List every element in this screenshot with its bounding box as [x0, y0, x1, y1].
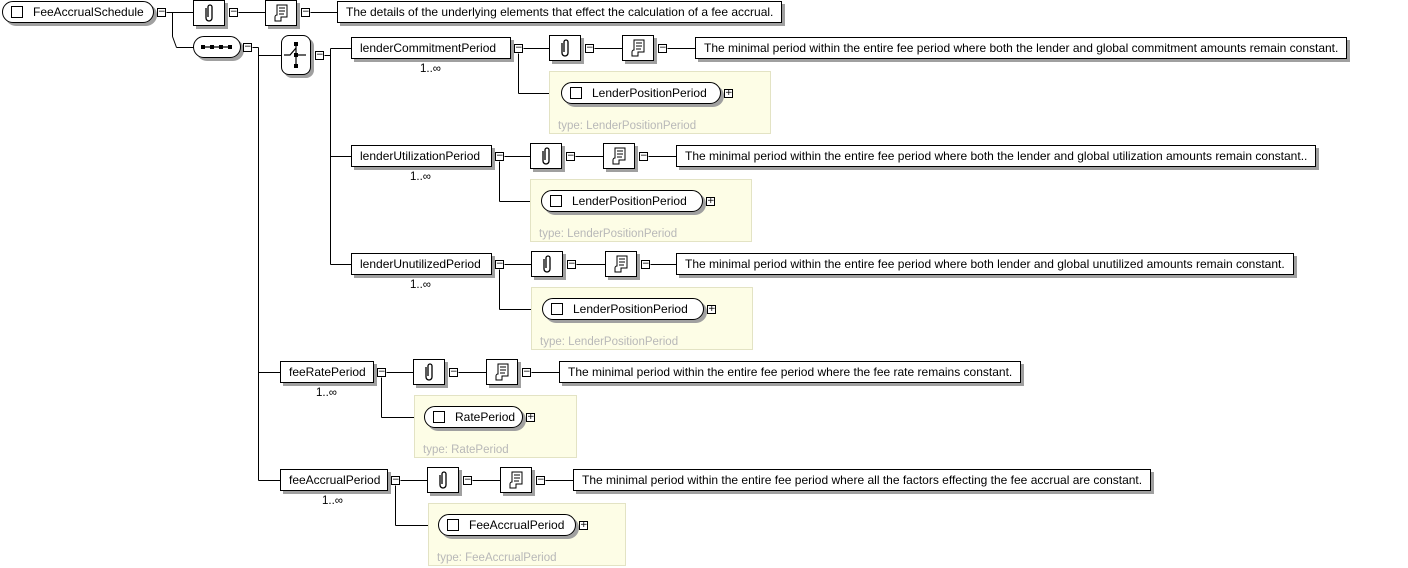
type-name: FeeAccrualPeriod	[469, 518, 565, 532]
expand-toggle[interactable]: +	[526, 412, 535, 422]
documentation-box: The minimal period within the entire fee…	[573, 469, 1152, 491]
documentation-text: The minimal period within the entire fee…	[685, 257, 1285, 271]
scroll-icon[interactable]	[603, 143, 635, 169]
collapse-toggle[interactable]: −	[585, 43, 594, 53]
documentation-text: The minimal period within the entire fee…	[568, 365, 1013, 379]
documentation-text: The details of the underlying elements t…	[346, 5, 774, 19]
collapse-toggle[interactable]: −	[641, 259, 650, 269]
element-name: lenderUnutilizedPeriod	[360, 257, 481, 271]
collapse-toggle[interactable]: −	[567, 259, 576, 269]
type-reference-box[interactable]: LenderPositionPeriod	[542, 298, 704, 320]
type-name: LenderPositionPeriod	[572, 194, 687, 208]
collapse-toggle[interactable]: −	[157, 7, 166, 17]
element-icon	[433, 411, 445, 423]
collapse-toggle[interactable]: −	[377, 367, 386, 377]
cardinality-label: 1..∞	[316, 387, 337, 399]
element-icon	[447, 519, 459, 531]
element-name: lenderUtilizationPeriod	[360, 149, 481, 163]
paperclip-icon[interactable]	[530, 143, 562, 169]
scroll-icon[interactable]	[486, 359, 518, 385]
type-name: LenderPositionPeriod	[573, 302, 688, 316]
collapse-toggle[interactable]: −	[495, 259, 504, 269]
sequence-compositor-icon[interactable]	[193, 36, 241, 58]
documentation-text: The minimal period within the entire fee…	[704, 41, 1339, 55]
paperclip-icon[interactable]	[413, 359, 445, 385]
type-name: RatePeriod	[455, 410, 516, 424]
collapse-toggle[interactable]: −	[514, 43, 523, 53]
documentation-text: The minimal period within the entire fee…	[582, 473, 1143, 487]
collapse-toggle[interactable]: −	[243, 42, 252, 52]
type-label: type: LenderPositionPeriod	[540, 336, 679, 348]
collapse-toggle[interactable]: −	[449, 367, 458, 377]
element-box[interactable]: feeRatePeriod	[280, 361, 374, 383]
cardinality-label: 1..∞	[322, 495, 343, 507]
cardinality-label: 1..∞	[420, 63, 441, 75]
root-documentation: The details of the underlying elements t…	[337, 1, 783, 23]
type-reference-box[interactable]: RatePeriod	[424, 406, 523, 428]
type-label: type: LenderPositionPeriod	[558, 120, 697, 132]
element-name: feeRatePeriod	[289, 365, 366, 379]
element-name: lenderCommitmentPeriod	[360, 41, 497, 55]
element-icon	[550, 195, 562, 207]
documentation-box: The minimal period within the entire fee…	[676, 253, 1294, 275]
expand-toggle[interactable]: +	[579, 520, 588, 530]
type-reference-box[interactable]: LenderPositionPeriod	[541, 190, 703, 212]
collapse-toggle[interactable]: −	[495, 151, 504, 161]
collapse-toggle[interactable]: −	[536, 475, 545, 485]
documentation-box: The minimal period within the entire fee…	[695, 37, 1348, 59]
element-icon	[570, 87, 582, 99]
choice-compositor-icon[interactable]	[281, 35, 311, 75]
scroll-icon[interactable]	[605, 251, 637, 277]
collapse-toggle[interactable]: −	[639, 151, 648, 161]
collapse-toggle[interactable]: −	[658, 43, 667, 53]
scroll-icon[interactable]	[265, 0, 297, 26]
collapse-toggle[interactable]: −	[522, 367, 531, 377]
expand-toggle[interactable]: +	[706, 196, 715, 206]
expand-toggle[interactable]: +	[707, 304, 716, 314]
cardinality-label: 1..∞	[410, 171, 431, 183]
paperclip-icon[interactable]	[193, 0, 225, 26]
type-reference-box[interactable]: LenderPositionPeriod	[561, 82, 721, 104]
element-icon	[551, 303, 563, 315]
documentation-box: The minimal period within the entire fee…	[559, 361, 1022, 383]
paperclip-icon[interactable]	[531, 251, 563, 277]
paperclip-icon[interactable]	[427, 467, 459, 493]
root-element-name: FeeAccrualSchedule	[33, 5, 144, 19]
type-reference-box[interactable]: FeeAccrualPeriod	[438, 514, 576, 536]
cardinality-label: 1..∞	[410, 279, 431, 291]
root-element[interactable]: FeeAccrualSchedule	[2, 1, 154, 23]
collapse-toggle[interactable]: −	[566, 151, 575, 161]
paperclip-icon[interactable]	[549, 35, 581, 61]
type-label: type: FeeAccrualPeriod	[437, 552, 557, 564]
expand-toggle[interactable]: +	[724, 88, 733, 98]
type-name: LenderPositionPeriod	[592, 86, 707, 100]
collapse-toggle[interactable]: −	[301, 7, 310, 17]
element-box[interactable]: lenderUnutilizedPeriod	[351, 253, 492, 275]
collapse-toggle[interactable]: −	[315, 50, 324, 60]
element-box[interactable]: feeAccrualPeriod	[280, 469, 388, 491]
collapse-toggle[interactable]: −	[391, 475, 400, 485]
documentation-box: The minimal period within the entire fee…	[676, 145, 1317, 167]
collapse-toggle[interactable]: −	[229, 7, 238, 17]
type-label: type: RatePeriod	[423, 444, 509, 456]
element-icon	[11, 6, 23, 18]
scroll-icon[interactable]	[622, 35, 654, 61]
scroll-icon[interactable]	[500, 467, 532, 493]
type-panel: type: LenderPositionPeriod	[549, 71, 771, 134]
collapse-toggle[interactable]: −	[463, 475, 472, 485]
documentation-text: The minimal period within the entire fee…	[685, 149, 1308, 163]
type-label: type: LenderPositionPeriod	[539, 228, 678, 240]
element-box[interactable]: lenderUtilizationPeriod	[351, 145, 492, 167]
element-name: feeAccrualPeriod	[289, 473, 381, 487]
element-box[interactable]: lenderCommitmentPeriod	[351, 37, 511, 59]
